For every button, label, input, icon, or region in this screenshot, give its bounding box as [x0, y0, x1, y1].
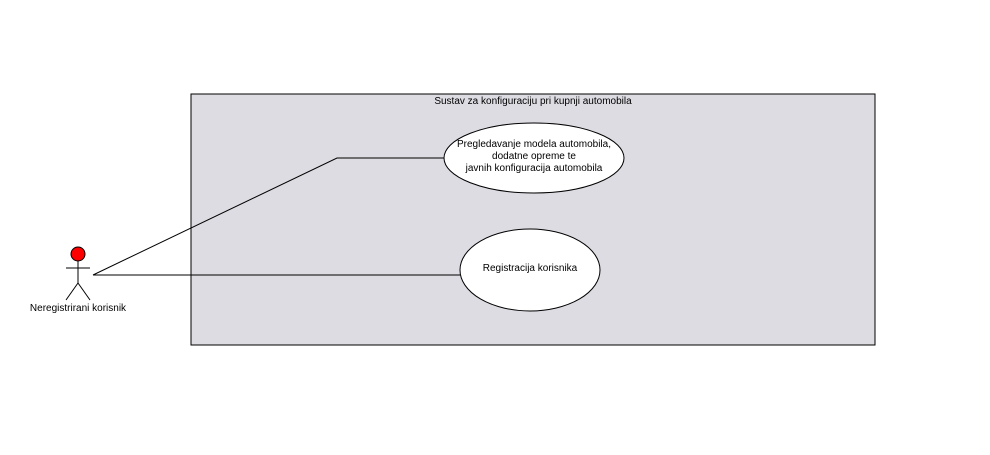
system-title: Sustav za konfiguraciju pri kupnji autom… — [434, 96, 632, 107]
actor-figure[interactable] — [65, 246, 91, 301]
use-case-register[interactable] — [459, 228, 601, 312]
use-case-register-line: Registracija korisnika — [482, 263, 578, 274]
use-case-browse-label: Pregledavanje modela automobila, dodatne… — [444, 139, 624, 175]
use-case-browse-line: javnih konfiguracija automobila — [465, 163, 603, 174]
use-case-browse-line: Pregledavanje modela automobila, — [457, 139, 611, 150]
actor-label: Neregistrirani korisnik — [29, 303, 127, 314]
actor-right-leg — [77, 282, 91, 301]
association-line-browse — [92, 157, 444, 276]
actor-head — [70, 246, 86, 262]
use-case-browse-line: dodatne opreme te — [492, 151, 576, 162]
actor-left-leg — [65, 282, 79, 301]
use-case-register-label: Registracija korisnika — [460, 263, 600, 275]
use-case-browse[interactable] — [443, 122, 625, 194]
